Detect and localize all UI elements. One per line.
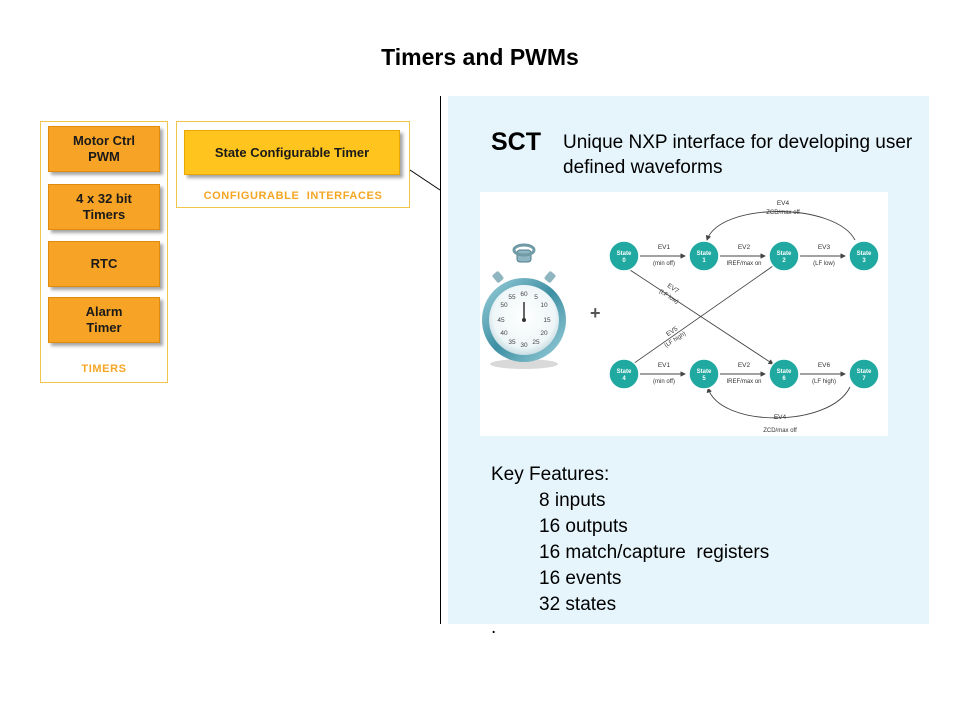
state-node-label: State	[857, 251, 872, 257]
svg-text:50: 50	[500, 302, 508, 309]
vertical-divider	[440, 96, 441, 624]
state-node-label: State	[697, 251, 712, 257]
trailing-dot: .	[491, 617, 497, 638]
slide-title: Timers and PWMs	[381, 44, 579, 70]
stopwatch-icon: 60 5 10 15 20 25 30 35 40 45 50 55	[482, 243, 566, 369]
state-configurable-timer-button[interactable]: State Configurable Timer	[184, 130, 400, 175]
state-node-label: 4	[622, 376, 626, 382]
svg-text:ZCD/max off: ZCD/max off	[763, 428, 797, 434]
configurable-interfaces-caption: CONFIGURABLE INTERFACES	[203, 190, 383, 202]
state-node-label: State	[617, 369, 632, 375]
configurable-interfaces-panel	[176, 121, 410, 208]
svg-text:35: 35	[508, 339, 516, 346]
sct-heading: SCT	[491, 128, 541, 156]
svg-text:EV1: EV1	[658, 362, 671, 369]
svg-text:EV4: EV4	[774, 414, 787, 421]
state-node-label: State	[777, 369, 792, 375]
svg-text:EV6: EV6	[818, 362, 831, 369]
rtc-button[interactable]: RTC	[48, 241, 160, 287]
feature-item: 32 states	[539, 594, 617, 615]
state-node-label: 0	[622, 258, 626, 264]
svg-text:(min off): (min off)	[653, 379, 675, 385]
state-node-label: 7	[862, 376, 866, 382]
svg-text:IREF/max on: IREF/max on	[726, 379, 761, 385]
state-node-label: 3	[862, 258, 866, 264]
state-node-label: State	[617, 251, 632, 257]
alarm-timer-button[interactable]: Alarm Timer	[48, 297, 160, 343]
state-node-label: State	[857, 369, 872, 375]
motor-ctrl-pwm-button[interactable]: Motor Ctrl PWM	[48, 126, 160, 172]
state-node-label: 5	[702, 376, 706, 382]
plus-sign: +	[590, 303, 601, 323]
state-node-label: State	[697, 369, 712, 375]
svg-text:IREF/max on: IREF/max on	[726, 261, 761, 267]
state-node-label: 2	[782, 258, 786, 264]
sct-diagram-image: 60 5 10 15 20 25 30 35 40 45 50 55 +	[480, 192, 888, 436]
state-node-label: 1	[702, 258, 706, 264]
svg-text:15: 15	[543, 317, 551, 324]
svg-text:40: 40	[500, 330, 508, 337]
svg-text:10: 10	[540, 302, 548, 309]
feature-item: 16 match/capture registers	[539, 542, 770, 563]
svg-text:(LF low): (LF low)	[813, 261, 835, 267]
svg-text:ZCD/max off: ZCD/max off	[766, 210, 800, 216]
feature-item: 16 outputs	[539, 516, 628, 537]
svg-text:5: 5	[534, 294, 538, 301]
svg-text:EV2: EV2	[738, 244, 751, 251]
state-node-label: 6	[782, 376, 786, 382]
svg-text:EV4: EV4	[777, 200, 790, 207]
key-features-list: 8 inputs 16 outputs 16 match/capture reg…	[539, 488, 769, 618]
feature-item: 16 events	[539, 568, 622, 589]
svg-text:55: 55	[508, 294, 516, 301]
state-node-label: State	[777, 251, 792, 257]
svg-text:EV1: EV1	[658, 244, 671, 251]
timers-caption: TIMERS	[81, 363, 127, 375]
timers-panel	[40, 121, 168, 383]
sct-description: Unique NXP interface for developing user…	[563, 132, 913, 178]
svg-text:(LF high): (LF high)	[812, 379, 836, 385]
sct-diagram-svg: 60 5 10 15 20 25 30 35 40 45 50 55 +	[482, 200, 880, 434]
state-nodes: State0State1State2State3State4State5Stat…	[608, 240, 880, 390]
svg-text:60: 60	[520, 291, 528, 298]
svg-text:25: 25	[532, 339, 540, 346]
svg-text:30: 30	[520, 342, 528, 349]
32bit-timers-button[interactable]: 4 x 32 bit Timers	[48, 184, 160, 230]
svg-text:(min off): (min off)	[653, 261, 675, 267]
feature-item: 8 inputs	[539, 490, 606, 511]
key-features-title: Key Features:	[491, 464, 610, 485]
svg-text:45: 45	[497, 317, 505, 324]
svg-text:EV3: EV3	[818, 244, 831, 251]
svg-text:EV2: EV2	[738, 362, 751, 369]
svg-text:20: 20	[540, 330, 548, 337]
